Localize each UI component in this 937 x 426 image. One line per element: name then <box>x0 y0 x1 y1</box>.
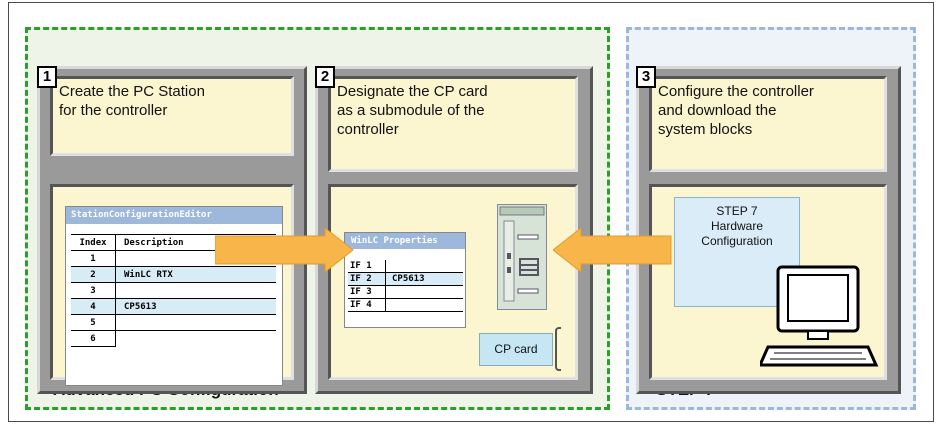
table-row: 2 WinLC RTX <box>71 266 276 283</box>
step-1-illustration: StationConfigurationEditor Index Descrip… <box>50 184 294 386</box>
station-configuration-editor-title: StationConfigurationEditor <box>66 207 282 224</box>
row-description <box>115 314 276 331</box>
step-number-2: 2 <box>315 66 335 88</box>
cp-card-bracket <box>555 327 561 371</box>
interface-label: IF 2 <box>348 272 386 286</box>
interface-value <box>385 298 463 312</box>
interface-row: IF 2 CP5613 <box>348 272 463 286</box>
cp-card-label: CP card <box>479 333 553 366</box>
winlc-properties-title: WinLC Properties <box>345 233 465 249</box>
step-1-note: Create the PC Station for the controller <box>50 76 294 156</box>
table-row: 5 <box>71 314 276 331</box>
interface-label: IF 4 <box>348 298 386 312</box>
step-3-note: Configure the controller and download th… <box>649 76 887 172</box>
left-arrow-icon <box>553 228 672 272</box>
interface-value <box>385 285 463 299</box>
step-2-note: Designate the CP card as a submodule of … <box>328 76 578 172</box>
index-header: Index <box>71 234 116 251</box>
interface-value <box>385 260 463 273</box>
advanced-pc-configuration-group: Advanced PC Configuration 1 Create the P… <box>25 27 610 410</box>
row-index: 5 <box>71 314 116 331</box>
right-arrow-icon <box>215 228 354 272</box>
hardware-configuration-text: STEP 7 Hardware Configuration <box>701 204 773 248</box>
interface-label: IF 3 <box>348 285 386 299</box>
computer-icon <box>760 265 879 367</box>
winlc-interface-table: IF 1 IF 2 CP5613 IF 3 IF 4 <box>348 260 463 312</box>
row-index: 6 <box>71 330 116 347</box>
row-description <box>115 330 276 347</box>
interface-label: IF 1 <box>348 260 386 273</box>
row-description: WinLC RTX <box>115 266 276 283</box>
row-index: 2 <box>71 266 116 283</box>
step-2-illustration: WinLC Properties IF 1 IF 2 CP5613 IF 3 <box>328 184 578 380</box>
winlc-properties-window: WinLC Properties IF 1 IF 2 CP5613 IF 3 <box>344 232 466 328</box>
interface-value: CP5613 <box>385 272 463 286</box>
interface-row: IF 3 <box>348 285 463 299</box>
step-3-text: Configure the controller and download th… <box>658 83 814 138</box>
row-index: 1 <box>71 250 116 267</box>
row-index: 3 <box>71 282 116 299</box>
row-index: 4 <box>71 298 116 315</box>
table-row: 4 CP5613 <box>71 298 276 315</box>
step-3-illustration: STEP 7 Hardware Configuration <box>649 184 887 380</box>
interface-row: IF 1 <box>348 260 463 273</box>
step-3-panel: 3 Configure the controller and download … <box>636 66 901 394</box>
row-description <box>115 282 276 299</box>
table-row: 3 <box>71 282 276 299</box>
step-2-panel: 2 Designate the CP card as a submodule o… <box>315 66 593 394</box>
step-2-text: Designate the CP card as a submodule of … <box>337 83 488 138</box>
table-row: 6 <box>71 330 276 347</box>
step-number-3: 3 <box>636 66 656 88</box>
step7-group: STEP 7 3 Configure the controller and do… <box>626 27 916 410</box>
step-1-text: Create the PC Station for the controller <box>59 83 205 119</box>
interface-row: IF 4 <box>348 298 463 312</box>
step-1-panel: 1 Create the PC Station for the controll… <box>37 66 307 394</box>
plc-controller-icon <box>497 204 547 310</box>
row-description: CP5613 <box>115 298 276 315</box>
step-number-1: 1 <box>37 66 57 88</box>
